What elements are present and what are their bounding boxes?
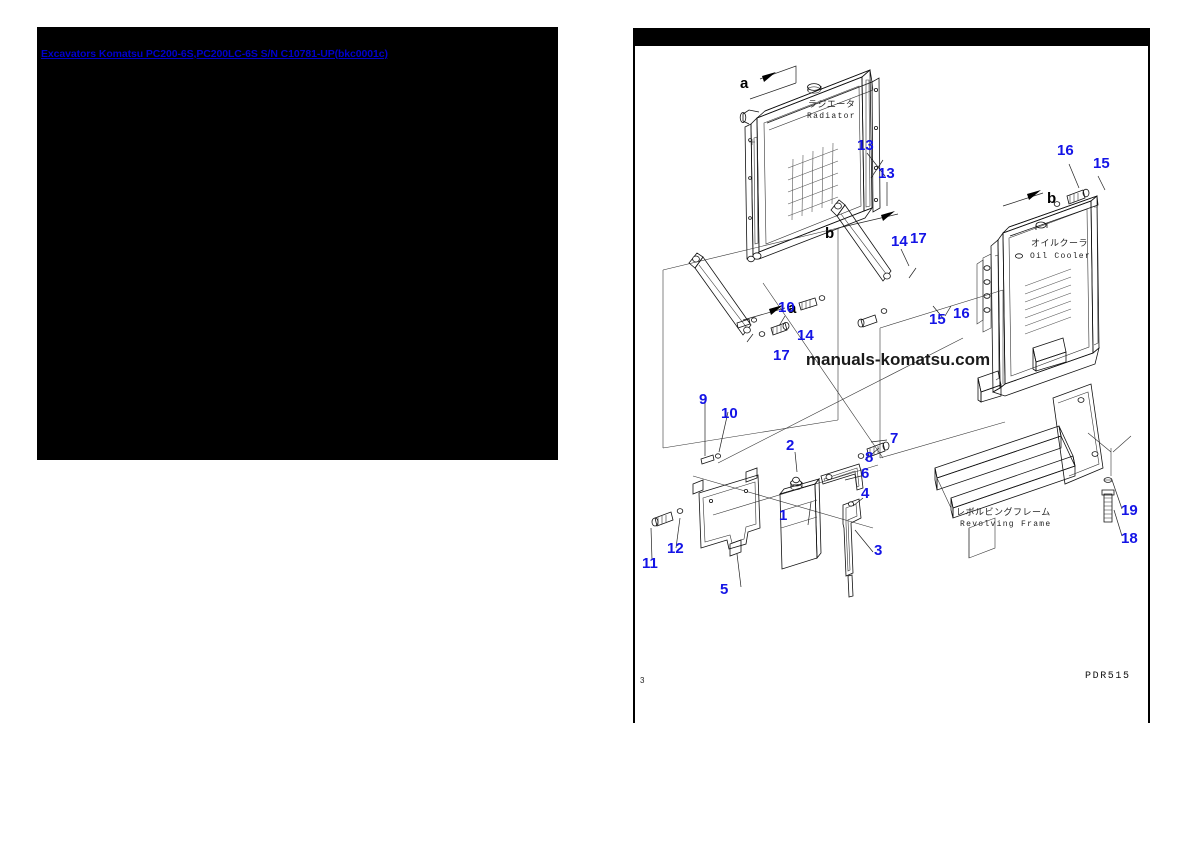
callout-3: 3 <box>874 542 882 559</box>
callout-16b: 16 <box>1057 142 1074 159</box>
section-letter-b-right: b <box>1047 190 1056 207</box>
callout-leader-lines <box>650 152 1123 588</box>
oil-cooler-label-jp: オイルクーラ <box>1031 238 1088 249</box>
section-letter-a-top: a <box>740 75 749 92</box>
callout-10: 10 <box>721 405 738 422</box>
callout-15b: 15 <box>1093 155 1110 172</box>
revolving-frame-label-jp: レボルビングフレーム <box>956 506 1051 518</box>
radiator-assembly: ラジエータ Radiator a b <box>739 65 899 263</box>
callout-8: 8 <box>865 449 873 466</box>
callout-14: 14 <box>891 233 908 250</box>
mount-hardware-cooler-top <box>1053 188 1090 207</box>
section-letter-b-left: b <box>825 225 834 242</box>
catalog-title-link[interactable]: Excavators Komatsu PC200-6S,PC200LC-6S S… <box>41 48 388 60</box>
callout-17b: 17 <box>773 347 790 364</box>
revolving-frame-label-en: Revolving Frame <box>960 520 1052 529</box>
frame-bolt-group <box>1087 432 1132 523</box>
diagram-header-bar <box>635 28 1148 46</box>
callout-5: 5 <box>720 581 728 598</box>
page-number-label: 3 <box>640 676 645 685</box>
callout-4: 4 <box>861 485 870 502</box>
oil-cooler-assembly: オイルクーラ Oil Cooler b <box>976 190 1100 403</box>
oil-cooler-label-en: Oil Cooler <box>1030 252 1091 261</box>
callout-13b: 13 <box>857 137 874 154</box>
parts-assembly-drawing: ラジエータ Radiator a b <box>642 65 1138 598</box>
mount-hardware-right <box>857 308 888 328</box>
diagram-frame-right-border <box>1148 28 1150 723</box>
callout-1: 1 <box>779 507 787 524</box>
support-rod-left <box>688 252 752 336</box>
callout-18: 18 <box>1121 530 1138 547</box>
callout-12: 12 <box>667 540 684 557</box>
callout-16: 16 <box>953 305 970 322</box>
callout-11: 11 <box>642 555 658 572</box>
callout-13: 13 <box>878 165 895 182</box>
mount-hardware-left <box>758 321 790 337</box>
radiator-label-jp: ラジエータ <box>808 99 855 110</box>
diagram-frame-left-border <box>633 28 635 723</box>
revolving-frame: レボルビングフレーム Revolving Frame <box>934 383 1104 559</box>
callout-9: 9 <box>699 391 707 408</box>
callout-14b: 14 <box>797 327 814 344</box>
parts-diagram-panel: ラジエータ Radiator a b <box>633 28 1150 723</box>
drawing-code-label: PDR515 <box>1085 671 1131 682</box>
support-rod-right <box>830 199 892 282</box>
section-arrow-a-lower: a <box>742 300 797 321</box>
callout-2: 2 <box>786 437 794 454</box>
site-watermark: manuals-komatsu.com <box>806 350 990 369</box>
radiator-label-en: Radiator <box>807 112 856 121</box>
callout-17: 17 <box>910 230 927 247</box>
section-letter-a-lower: a <box>788 300 797 317</box>
mount-hardware-center <box>798 295 826 311</box>
catalog-image-placeholder <box>37 27 558 460</box>
callout-19: 19 <box>1121 502 1138 519</box>
callout-numbers: 1 2 3 4 5 6 7 8 9 10 10 11 12 13 13 14 1… <box>642 137 1138 598</box>
callout-10b: 10 <box>778 299 795 316</box>
callout-6: 6 <box>861 465 869 482</box>
callout-7: 7 <box>890 430 898 447</box>
reserve-tank-group <box>651 317 890 598</box>
callout-15: 15 <box>929 311 946 328</box>
